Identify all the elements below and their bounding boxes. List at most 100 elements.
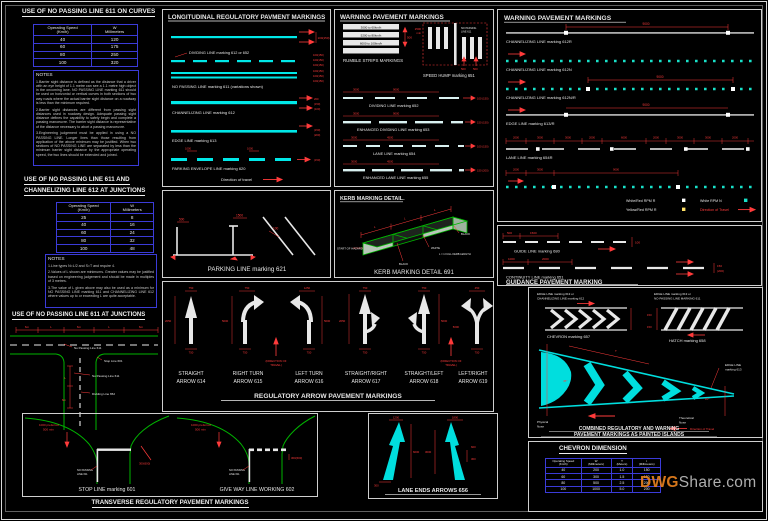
panel-title: WARNING PAVEMENT MARKINGS [340,14,445,21]
svg-text:150: 150 [647,313,652,317]
svg-text:NO PASSING: NO PASSING [461,27,476,30]
label-stop-line: Stop Line 601 [104,359,123,363]
straight-left-arrow-glyph [408,294,430,344]
svg-text:6m: 6m [62,398,67,402]
panel-longitudinal: LONGITUDINAL REGULATORY PAVMENT MARKINGS… [162,9,331,187]
dim: 6m [25,325,30,329]
junction-drawing-title: USE OF NO PASSING LINE 611 AT JUNCTIONS [12,312,146,320]
label-dividing-line: Dividing Line 652 [92,392,115,396]
parking-drawing: 500 1500 100 PARKING LINE marking 621 [170,214,316,273]
svg-text:L: L [64,376,66,380]
transverse-title: TRANSVERSE REGULATORY PAVEMENT MARKINGS [91,499,249,508]
svg-text:1000: 1000 [247,147,253,151]
panel-warning-mid: WARNING PAVEMENT MARKINGS 3000 to 60km/h… [334,9,494,187]
lane-end-arrow-a [383,422,405,480]
dim-t: T [615,349,617,353]
cell: 40 [32,35,93,44]
svg-text:1250: 1250 [304,286,311,290]
svg-text:5000: 5000 [324,319,331,323]
svg-text:5000: 5000 [222,319,229,323]
watermark-share: Share.com [678,474,757,491]
svg-text:6m: 6m [77,325,82,329]
dividing-line-label: DIVIDING LINE marking 612 or 652 [189,51,249,55]
svg-text:9000: 9000 [613,168,619,172]
svg-text:ARROW 619: ARROW 619 [459,379,488,385]
hatch-caption: HATCH marking 658 [669,338,706,343]
channelizing-612n-label: CHANNELIZING LINE marking 612N [506,67,572,72]
straight-arrow-glyph [185,296,197,344]
svg-text:200: 200 [314,97,319,101]
start-of-hazard-label: START OF HAZARD [337,247,363,251]
svg-text:500: 500 [507,231,512,235]
svg-text:TRAVEL): TRAVEL) [445,363,457,367]
svg-text:500: 500 [473,67,478,71]
enhanced-dividing-caption: ENHANCED DIVIDING LINE marking 653 [357,127,429,132]
svg-text:4500: 4500 [387,160,394,164]
svg-text:Nose: Nose [537,425,544,429]
svg-text:750: 750 [245,286,250,290]
svg-text:1000: 1000 [185,147,191,151]
svg-text:2000: 2000 [589,136,595,140]
svg-text:min: min [416,31,421,35]
guidance-drawing: 500 1500 100 GUIDE LINE marking 680 1000… [502,231,724,285]
lane-654r-label: LANE LINE marking 654R [506,155,553,160]
road-edges [10,335,158,430]
svg-text:LINE 611: LINE 611 [229,472,240,476]
arrow-617-label: STRAIGHT/RIGHT [345,371,387,377]
black-label-top: BLACK [461,232,470,236]
svg-text:500: 500 [461,67,466,71]
svg-text:ARROW 616: ARROW 616 [295,379,324,385]
no-passing-label: NO PASSING LINE marking 611 (variations … [172,84,264,89]
note-1: 1.Barrier sight distance is defined as t… [36,79,136,105]
give-way-caption: GIVE WAY LINE WORKING 602 [220,487,295,493]
longitudinal-drawing: LONGITUDINAL REGULATORY PAVMENT MARKINGS… [168,14,330,183]
svg-text:LINE 611: LINE 611 [77,472,88,476]
panel-warning-right: WARNING PAVEMENT MARKINGS 9000 CHANNELIZ… [497,9,762,222]
black-label-bottom: BLACK [399,262,408,266]
svg-text:3000: 3000 [353,88,360,92]
svg-text:5000: 5000 [453,325,460,329]
svg-text:LINE 611: LINE 611 [461,31,472,34]
svg-text:3000: 3000 [565,136,571,140]
panel-kerb: KERB MARKING DETAIL. L L L [334,190,494,278]
svg-text:3000 to 60km/h: 3000 to 60km/h [361,25,382,29]
combined-drawing: EDGE LINE marking 613 or CHANNELIZING LI… [537,292,743,437]
panel-chevron-dimension: CHEVRON DIMENSION Operating Speed(Km/h) … [528,441,763,512]
svg-text:(DIRECTION OF: (DIRECTION OF [266,359,287,363]
svg-text:300: 300 [374,484,379,488]
legend-white-red-rpm: White/Red RPM R [626,199,656,203]
junction-drawing: 6m L 6m L 6m L 6m No Passing Line 611 St… [10,325,159,430]
left-right-arrow-glyph [461,298,493,344]
svg-text:ARROW 614: ARROW 614 [177,379,206,385]
combined-title-1: COMBINED REGULATORY AND WARNING [579,426,680,432]
svg-text:2000: 2000 [513,168,519,172]
kerb-drawing: KERB MARKING DETAIL. L L L [337,196,471,276]
svg-text:3000: 3000 [537,136,543,140]
hatch-note: EDGE LINE marking 613 or [654,292,691,296]
svg-text:150: 150 [647,325,652,329]
svg-text:100(150): 100(150) [313,69,324,73]
lane-ends-caption: LANE ENDS ARROWS 656 [398,488,468,494]
svg-text:2000: 2000 [542,257,549,261]
watermark-dwg: DWG [640,474,679,491]
svg-text:6m: 6m [139,325,144,329]
direction-arrow-icon [738,206,757,213]
hatch-658-pattern [661,307,743,331]
speed-hump-caption: SPEED HUMP marking 651 [423,73,475,78]
svg-text:100(150): 100(150) [313,79,324,83]
panel-arrows: 2050 750 750 STRAIGHT ARROW 614 5000 750… [162,281,494,412]
full-kerb-length-note: L = 1 FULL KERB LENGTH [439,252,471,256]
svg-text:1000 preferred: 1000 preferred [191,423,211,427]
svg-text:2000: 2000 [513,136,519,140]
continuity-line-label: CONTINUITY LINE marking 651 [506,275,564,280]
note-3: 3.Engineering judgement must be applied … [36,131,136,157]
chevron-657-pattern [545,307,627,331]
svg-text:100(150): 100(150) [318,36,330,40]
svg-text:9000: 9000 [656,75,663,79]
svg-text:6000: 6000 [413,450,420,454]
svg-text:(200): (200) [314,133,320,137]
legend-direction: Direction of Travel [700,208,729,212]
svg-text:1200: 1200 [393,416,400,420]
svg-text:9000: 9000 [642,103,649,107]
